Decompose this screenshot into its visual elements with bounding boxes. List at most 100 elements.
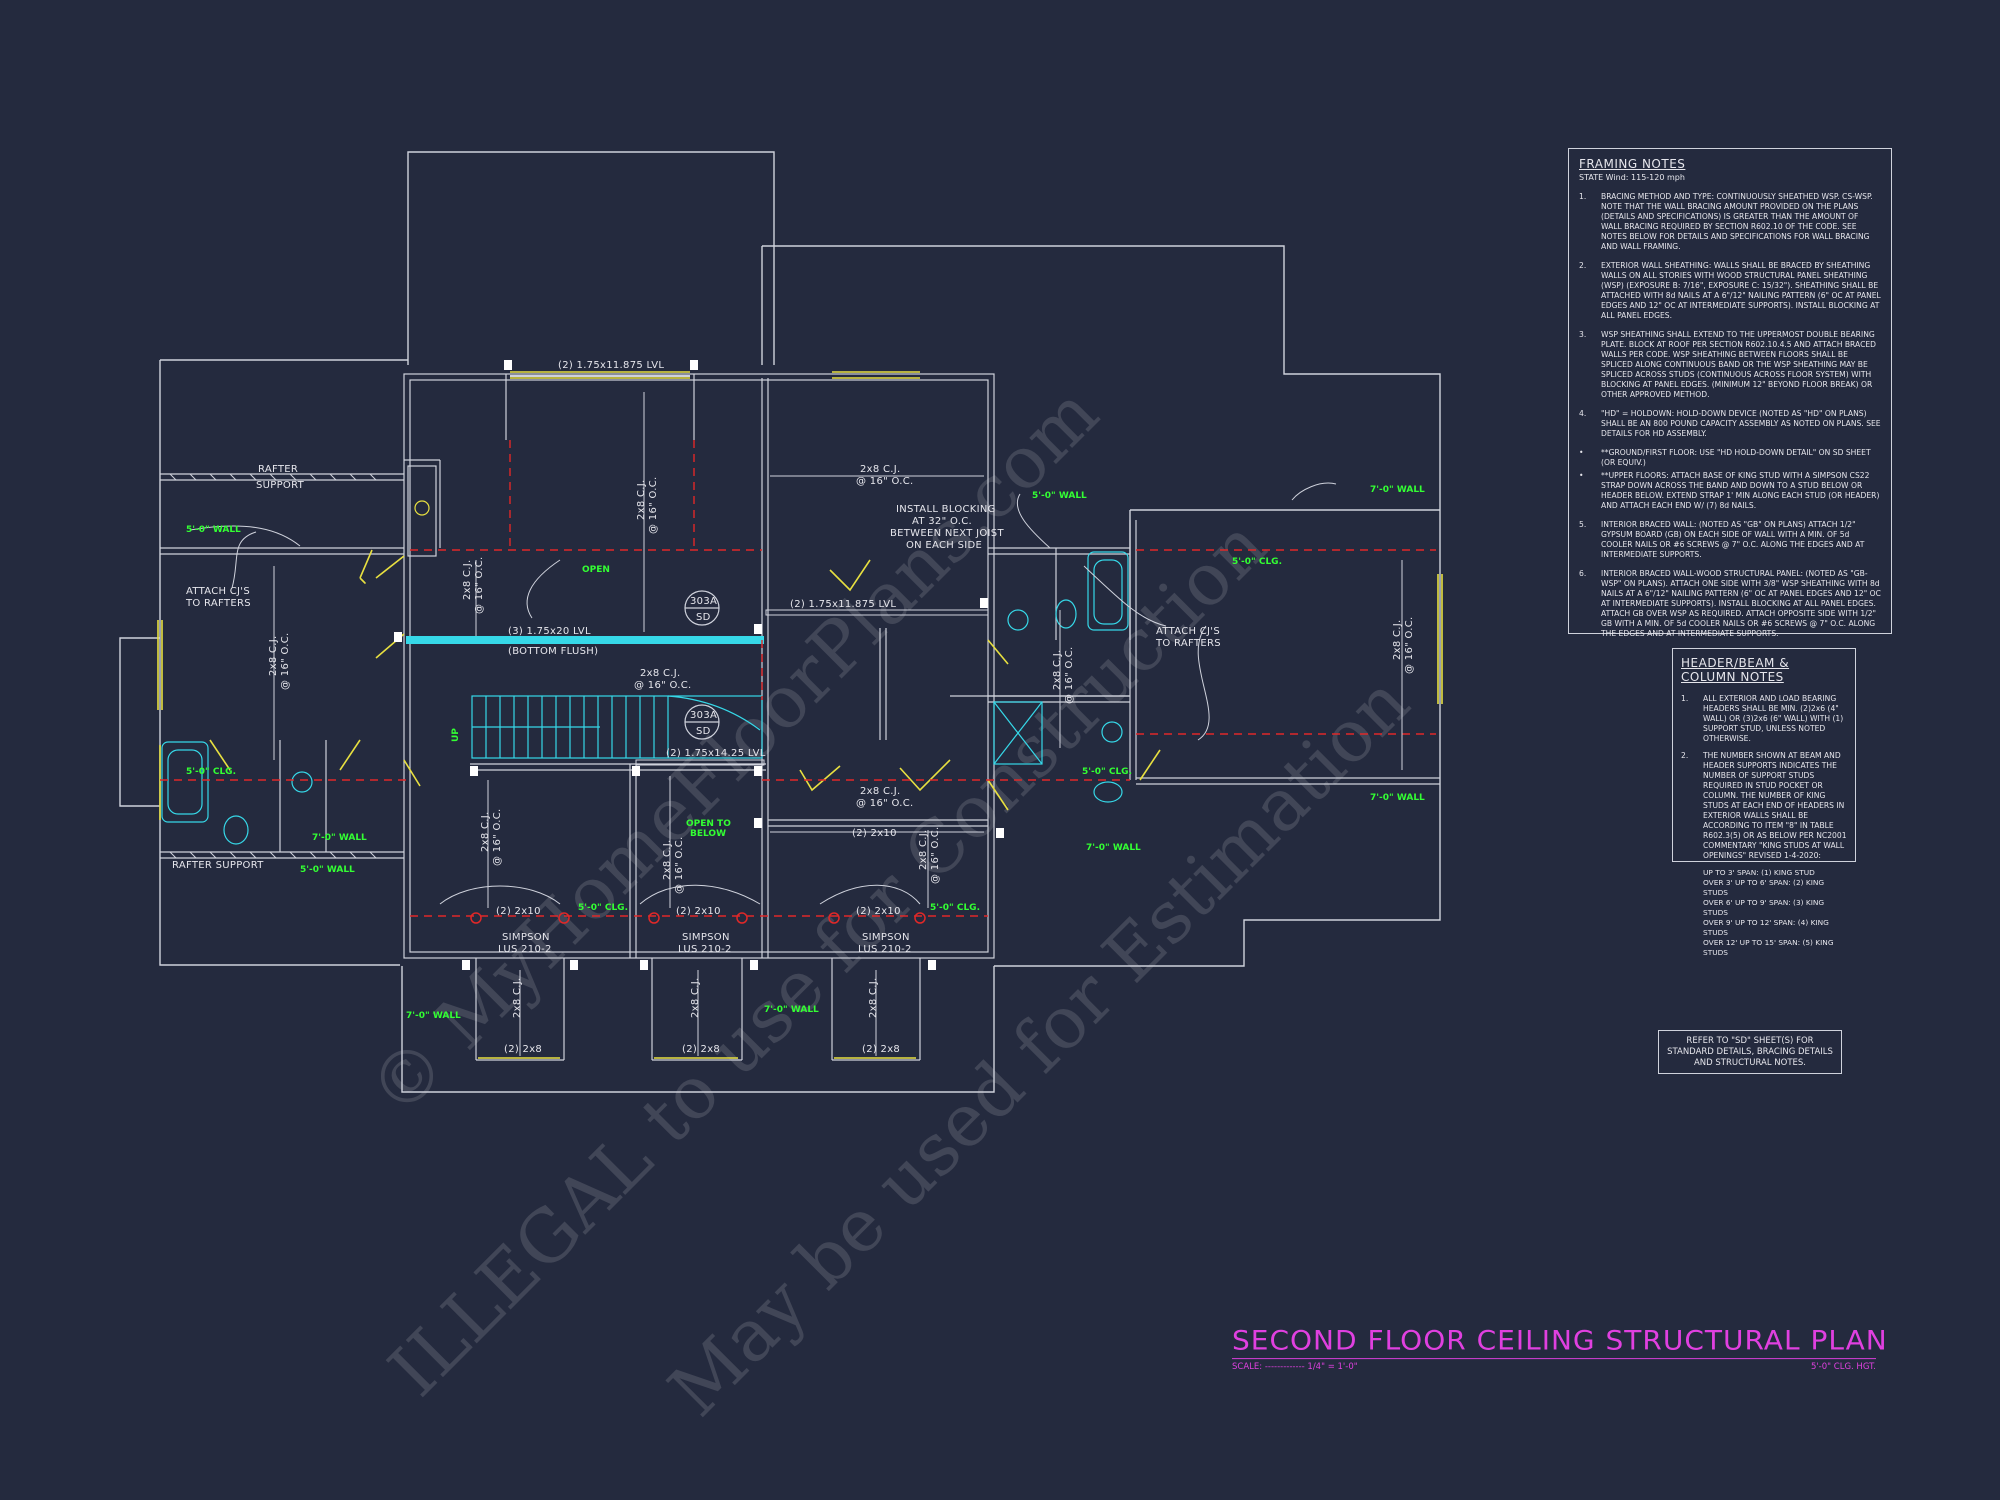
label-section-2: 303A — [690, 710, 717, 721]
framing-note: 2.EXTERIOR WALL SHEATHING: WALLS SHALL B… — [1579, 261, 1881, 320]
label-wall-7-5: 7'-0" WALL — [406, 1011, 461, 1021]
label-cj-v-10: 2x8 C.J. — [690, 977, 701, 1018]
main-lvl-beam — [406, 636, 764, 644]
label-wall-7-4: 7'-0" WALL — [1086, 843, 1141, 853]
framing-notes-title: FRAMING NOTES — [1579, 157, 1686, 171]
label-2x8-3: (2) 2x8 — [862, 1044, 900, 1055]
toilet-1 — [1055, 599, 1077, 629]
label-cj-bath-oc: @ 16" O.C. — [856, 798, 914, 809]
label-wall-7-6: 7'-0" WALL — [764, 1005, 819, 1015]
label-cj-v-8-oc: @ 16" O.C. — [1404, 617, 1415, 675]
framing-note: 3.WSP SHEATHING SHALL EXTEND TO THE UPPE… — [1579, 330, 1877, 399]
label-2x10-1: (2) 2x10 — [496, 906, 541, 917]
joist-arrows — [189, 392, 1403, 1056]
label-cj-v-2-oc: @ 16" O.C. — [474, 557, 485, 615]
label-cj-v-4-oc: @ 16" O.C. — [492, 809, 503, 867]
stair-lvl-beam — [635, 759, 765, 766]
section-tags — [684, 590, 720, 740]
label-2x8-1: (2) 2x8 — [504, 1044, 542, 1055]
label-cj-hall-oc: @ 16" O.C. — [634, 680, 692, 691]
label-up: UP — [451, 728, 461, 742]
framing-note: 4."HD" = HOLDOWN: HOLD-DOWN DEVICE (NOTE… — [1579, 409, 1881, 438]
label-bottom-flush: (BOTTOM FLUSH) — [508, 646, 598, 657]
label-lvl-top: (2) 1.75x11.875 LVL — [558, 360, 664, 371]
framing-note: 1.BRACING METHOD AND TYPE: CONTINUOUSLY … — [1579, 192, 1873, 251]
label-cj-bath: 2x8 C.J. — [860, 786, 901, 797]
label-cj-v-6-oc: @ 16" O.C. — [930, 827, 941, 885]
label-cj-v-4: 2x8 C.J. — [480, 811, 491, 852]
label-wall-5-2: 5'-0" WALL — [1032, 491, 1087, 501]
label-clg-5-2: 5'-0" CLG. — [186, 767, 236, 777]
label-lvl-mid: (2) 1.75x11.875 LVL — [790, 599, 896, 610]
label-cj-v-9: 2x8 C.J. — [512, 977, 523, 1018]
label-rafter-bottom: RAFTER SUPPORT — [172, 860, 264, 871]
framing-notes-subtitle: STATE Wind: 115-120 mph — [1579, 173, 1685, 182]
king-stud-item: UP TO 3' SPAN: (1) KING STUD — [1703, 868, 1815, 877]
label-install-blocking-2: AT 32" O.C. — [912, 516, 972, 527]
stairs — [471, 695, 763, 759]
framing-note: •**GROUND/FIRST FLOOR: USE "HD HOLD-DOWN… — [1579, 448, 1871, 467]
label-lvl-main: (3) 1.75x20 LVL — [508, 626, 591, 637]
label-cj-v-2: 2x8 C.J. — [462, 559, 473, 600]
king-stud-item: OVER 6' UP TO 9' SPAN: (3) KING STUDS — [1703, 898, 1825, 917]
label-section-1: 303A — [690, 596, 717, 607]
toilet-2 — [1093, 781, 1123, 803]
label-lus-3: LUS 210-2 — [858, 944, 912, 955]
label-attach-right-2: TO RAFTERS — [1155, 638, 1221, 649]
shower — [993, 701, 1043, 765]
label-2x8-2: (2) 2x8 — [682, 1044, 720, 1055]
tub-right — [1087, 551, 1129, 631]
label-attach-left: ATTACH CJ'S — [186, 586, 250, 597]
framing-note: 6.INTERIOR BRACED WALL-WOOD STRUCTURAL P… — [1579, 569, 1881, 638]
label-cj-v-5-oc: @ 16" O.C. — [674, 837, 685, 895]
header-beam-notes-panel: HEADER/BEAM & COLUMN NOTES 1.ALL EXTERIO… — [1672, 648, 1856, 957]
label-clg-5-5: 5'-0" CLG. — [930, 903, 980, 913]
label-cj-v-5: 2x8 C.J. — [662, 839, 673, 880]
label-section-sd-2: SD — [696, 726, 711, 737]
ceiling-break-lines — [160, 440, 1436, 917]
sink-1 — [1007, 609, 1029, 631]
header-note: 1.ALL EXTERIOR AND LOAD BEARING HEADERS … — [1681, 694, 1844, 743]
plan-title: SECOND FLOOR CEILING STRUCTURAL PLAN — [1232, 1325, 1887, 1360]
ceiling-height: 5'-0" CLG. HGT. — [1810, 1362, 1876, 1372]
king-stud-item: OVER 12' UP TO 15' SPAN: (5) KING STUDS — [1703, 938, 1834, 957]
king-stud-list: UP TO 3' SPAN: (1) KING STUD OVER 3' UP … — [1681, 868, 1847, 958]
label-wall-5-1: 5'-0" WALL — [186, 525, 241, 535]
framing-note: •**UPPER FLOORS: ATTACH BASE OF KING STU… — [1579, 471, 1880, 510]
label-cj-v-3-oc: @ 16" O.C. — [280, 633, 291, 691]
label-cj-top-oc: @ 16" O.C. — [856, 476, 914, 487]
king-stud-item: OVER 3' UP TO 6' SPAN: (2) KING STUDS — [1703, 878, 1825, 897]
label-cj-v-6: 2x8 C.J. — [918, 829, 929, 870]
label-simpson-1: SIMPSON — [502, 932, 550, 943]
label-lus-1: LUS 210-2 — [498, 944, 552, 955]
plan-labels: (2) 1.75x11.875 LVL (2) 1.75x11.875 LVL … — [172, 360, 1415, 1055]
framing-notes-panel: FRAMING NOTES STATE Wind: 115-120 mph 1.… — [1568, 148, 1892, 638]
label-clg-5-3: 5'-0" CLG. — [1082, 767, 1132, 777]
scale-group: SCALE: ------------- 1/4" = 1'-0" — [1232, 1362, 1358, 1372]
label-2x10-hall: (2) 2x10 — [852, 828, 897, 839]
tub-left — [161, 741, 209, 823]
label-simpson-2: SIMPSON — [682, 932, 730, 943]
refer-note-box: REFER TO "SD" SHEET(S) FOR STANDARD DETA… — [1658, 1030, 1842, 1074]
watermark: © MyHomeFloorPlans.com ILLEGAL to use fo… — [353, 370, 1425, 1432]
label-cj-v-8: 2x8 C.J. — [1392, 619, 1403, 660]
sink-2 — [1101, 721, 1123, 743]
doors — [157, 371, 1443, 1059]
label-cj-v-3: 2x8 C.J. — [268, 635, 279, 676]
label-rafter-top-2: SUPPORT — [256, 480, 305, 491]
sink-3 — [291, 771, 313, 793]
label-2x10-3: (2) 2x10 — [856, 906, 901, 917]
label-wall-7-1: 7'-0" WALL — [1370, 485, 1425, 495]
scale-label: SCALE: — [1232, 1362, 1263, 1372]
label-lvl-stair: (2) 1.75x14.25 LVL — [666, 748, 766, 759]
header-notes-title: HEADER/BEAM & COLUMN NOTES — [1681, 656, 1790, 684]
label-clg-5-1: 5'-0" CLG. — [1232, 557, 1282, 567]
lvl-beams — [406, 375, 989, 766]
king-stud-item: OVER 9' UP TO 12' SPAN: (4) KING STUDS — [1703, 918, 1829, 937]
title-subline: SCALE: ------------- 1/4" = 1'-0" 5'-0" … — [1232, 1362, 1876, 1372]
label-cj-top: 2x8 C.J. — [860, 464, 901, 475]
label-clg-5-4: 5'-0" CLG. — [578, 903, 628, 913]
title-block: SECOND FLOOR CEILING STRUCTURAL PLAN SCA… — [1232, 1324, 1887, 1372]
label-simpson-3: SIMPSON — [862, 932, 910, 943]
